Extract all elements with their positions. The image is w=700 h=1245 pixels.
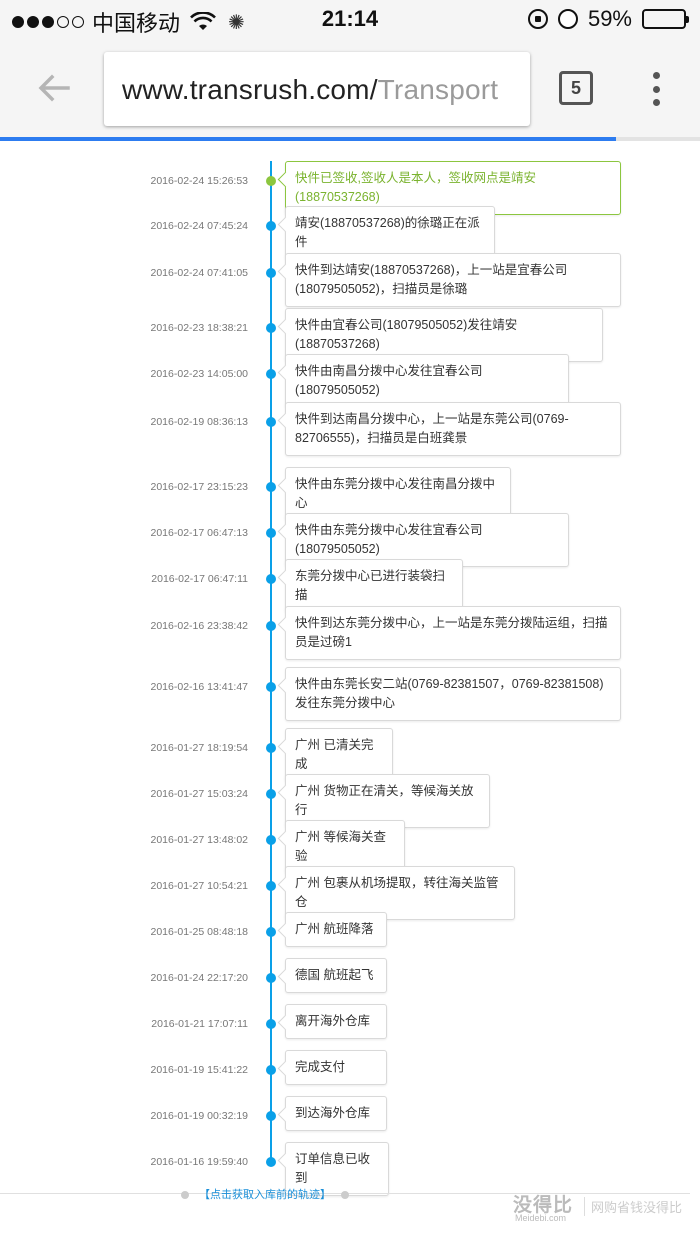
event-time: 2016-01-27 18:19:54 (150, 742, 249, 754)
status-bar: 中国移动 ✺ 21:14 59% (0, 0, 700, 40)
timeline-node-icon (266, 176, 276, 186)
timeline-node-icon (266, 574, 276, 584)
timeline-node-icon (266, 1157, 276, 1167)
timeline-node-icon (266, 221, 276, 231)
event-description: 快件到达南昌分拨中心，上一站是东莞公司(0769-82706555)，扫描员是白… (285, 402, 621, 456)
event-time: 2016-02-24 07:41:05 (150, 267, 249, 279)
timeline-node-icon (266, 927, 276, 937)
event-description: 靖安(18870537268)的徐璐正在派件 (285, 206, 495, 260)
event-description: 快件由东莞长安二站(0769-82381507，0769-82381508)发往… (285, 667, 621, 721)
back-arrow-icon[interactable] (34, 68, 74, 108)
event-description: 广州 已清关完成 (285, 728, 393, 782)
event-time: 2016-01-19 15:41:22 (150, 1064, 249, 1076)
timeline-node-icon (266, 482, 276, 492)
timeline-line (270, 161, 272, 1164)
event-time: 2016-02-16 13:41:47 (150, 681, 249, 693)
bullet-icon (181, 1191, 189, 1200)
battery-percent: 59% (587, 6, 632, 31)
progress-fill (0, 137, 616, 141)
rotation-lock-icon (527, 9, 548, 29)
event-time: 2016-02-23 14:05:00 (150, 368, 249, 380)
event-description: 广州 包裹从机场提取，转往海关监管仓 (285, 866, 515, 920)
event-description: 德国 航班起飞 (285, 958, 387, 993)
event-time: 2016-02-23 18:38:21 (150, 322, 249, 334)
event-time: 2016-02-17 23:15:23 (150, 481, 249, 493)
address-bar[interactable]: www.transrush.com/Transport (104, 52, 530, 126)
event-time: 2016-01-16 19:59:40 (150, 1156, 249, 1168)
event-description: 快件由东莞分拨中心发往宜春公司(18079505052) (285, 513, 569, 567)
timeline-node-icon (266, 369, 276, 379)
url-text: www.transrush.com/Transport (122, 74, 498, 106)
timeline-node-icon (266, 417, 276, 427)
browser-toolbar: www.transrush.com/Transport 5 (0, 40, 700, 138)
status-right: 59% (527, 6, 689, 32)
overflow-menu-icon[interactable] (651, 72, 661, 106)
wifi-icon (190, 12, 216, 30)
timeline-node-icon (266, 881, 276, 891)
timeline-node-icon (266, 528, 276, 538)
watermark-slogan: 网购省钱没得比 (584, 1197, 682, 1216)
timeline-node-icon (266, 835, 276, 845)
watermark-logo: 没得比 (513, 1195, 574, 1216)
watermark-domain: Meidebi.com (515, 1213, 567, 1223)
event-description: 快件由宜春公司(18079505052)发往靖安(18870537268) (285, 308, 603, 362)
event-time: 2016-01-27 13:48:02 (150, 834, 249, 846)
timeline-node-icon (266, 621, 276, 631)
tab-switcher-button[interactable]: 5 (559, 71, 593, 105)
timeline-node-icon (266, 268, 276, 278)
url-host: www.transrush.com/ (122, 74, 378, 105)
bullet-icon (341, 1191, 349, 1200)
timeline-node-icon (266, 743, 276, 753)
event-description: 广州 航班降落 (285, 912, 387, 947)
event-time: 2016-02-17 06:47:11 (151, 573, 248, 585)
timeline-node-icon (266, 323, 276, 333)
event-time: 2016-02-17 06:47:13 (150, 527, 249, 539)
timeline-node-icon (266, 1065, 276, 1075)
loading-spinner-icon: ✺ (228, 11, 245, 34)
event-description: 订单信息已收到 (285, 1142, 389, 1196)
event-description: 离开海外仓库 (285, 1004, 387, 1039)
event-description: 完成支付 (285, 1050, 387, 1085)
battery-icon (642, 9, 689, 29)
event-time: 2016-01-27 10:54:21 (150, 880, 249, 892)
timeline-node-icon (266, 1019, 276, 1029)
event-description: 快件由东莞分拨中心发往南昌分拨中心 (285, 467, 511, 521)
event-description: 快件到达靖安(18870537268)，上一站是宜春公司(18079505052… (285, 253, 621, 307)
event-description: 东莞分拨中心已进行装袋扫描 (285, 559, 463, 613)
status-left: 中国移动 ✺ (12, 6, 245, 38)
event-description: 快件到达东莞分拨中心，上一站是东莞分拨陆运组，扫描员是过磅1 (285, 606, 621, 660)
pre-warehouse-track-link[interactable]: 【点击获取入库前的轨迹】 (199, 1189, 331, 1201)
event-time: 2016-02-19 08:36:13 (150, 416, 249, 428)
clock: 21:14 (321, 6, 379, 31)
event-time: 2016-01-27 15:03:24 (150, 788, 249, 800)
timeline-node-icon (266, 682, 276, 692)
event-description: 广州 货物正在清关，等候海关放行 (285, 774, 490, 828)
event-time: 2016-01-25 08:48:18 (150, 926, 249, 938)
event-time: 2016-02-24 07:45:24 (150, 220, 249, 232)
event-time: 2016-01-19 00:32:19 (150, 1110, 249, 1122)
footer: 【点击获取入库前的轨迹】 (0, 1186, 530, 1202)
carrier-name: 中国移动 (92, 11, 181, 36)
event-time: 2016-02-16 23:38:42 (150, 620, 249, 632)
event-description: 快件由南昌分拨中心发往宜春公司(18079505052) (285, 354, 569, 408)
event-description: 到达海外仓库 (285, 1096, 387, 1131)
signal-strength-icon (12, 16, 84, 28)
timeline-node-icon (266, 1111, 276, 1121)
alarm-icon (557, 9, 578, 29)
event-time: 2016-01-24 22:17:20 (150, 972, 249, 984)
timeline-node-icon (266, 789, 276, 799)
url-path: Transport (377, 74, 499, 105)
event-time: 2016-02-24 15:26:53 (150, 175, 249, 187)
event-time: 2016-01-21 17:07:11 (151, 1018, 248, 1030)
timeline-node-icon (266, 973, 276, 983)
page-load-progress (0, 137, 700, 141)
